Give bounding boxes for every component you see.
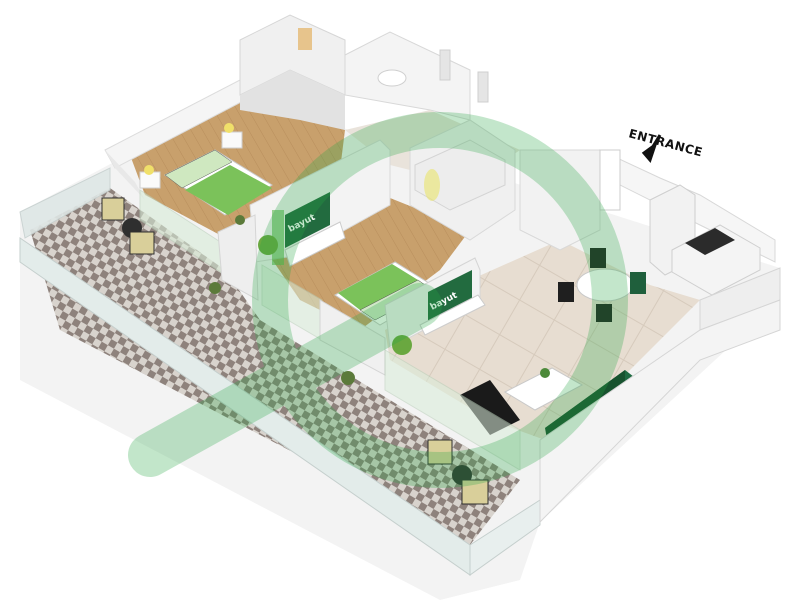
bedroom-2-bed-duvet (338, 264, 418, 310)
right-outer-wall (539, 299, 781, 524)
bedroom-2-tv-unit (284, 221, 346, 267)
terrace-railing-right (469, 499, 541, 576)
coffee-table (503, 367, 584, 411)
entrance-wall (519, 149, 601, 251)
bathroom-sink-icon (377, 69, 407, 87)
bedroom-1-nightstand (221, 131, 243, 149)
entrance-label: ENTRANCE (627, 126, 704, 159)
terrace-chair-2a (427, 439, 453, 465)
plant-icon-3 (392, 335, 412, 355)
bedroom-1-bed-stripes (164, 149, 233, 189)
terrace-floor (30, 188, 520, 545)
wardrobe-block-front (240, 70, 345, 130)
bedroom-1-lamp-icon-2 (144, 165, 154, 175)
entrance-arrow-icon (641, 134, 662, 163)
shower-fixture (439, 49, 451, 81)
dining-chair-2 (558, 282, 574, 302)
bedroom-1-bed-duvet (185, 165, 272, 215)
plant-icon-4 (258, 235, 278, 255)
living-glass-doors (384, 349, 521, 471)
closet-light-glow (424, 169, 440, 201)
terrace-chair-2b (461, 479, 489, 505)
terrace-railing-left (19, 167, 111, 239)
dining-chair-1 (590, 248, 606, 268)
shower-fixture-2 (477, 71, 489, 103)
living-tv-unit (419, 294, 486, 336)
entrance-door (599, 149, 621, 211)
coffee-table-plant-icon (540, 368, 550, 378)
kitchen-cooktop (685, 228, 735, 255)
bedroom-2-tv-screen (285, 192, 330, 248)
terrace-chair-1b (129, 231, 155, 255)
dining-chair-4 (630, 272, 646, 294)
bathroom-walls (344, 31, 471, 121)
plant-icon-5 (235, 215, 245, 225)
bedroom-1-side-wall (105, 150, 145, 200)
terrace-chair-1a (101, 197, 125, 221)
plant-icon-2 (341, 371, 355, 385)
wardrobe-door-accent (298, 28, 312, 50)
dining-chair-3 (596, 304, 612, 322)
plant-icon-1 (209, 282, 221, 294)
bayut-watermark (128, 112, 628, 488)
bedroom-1-lamp-icon (224, 123, 234, 133)
living-tv-screen (428, 270, 472, 322)
